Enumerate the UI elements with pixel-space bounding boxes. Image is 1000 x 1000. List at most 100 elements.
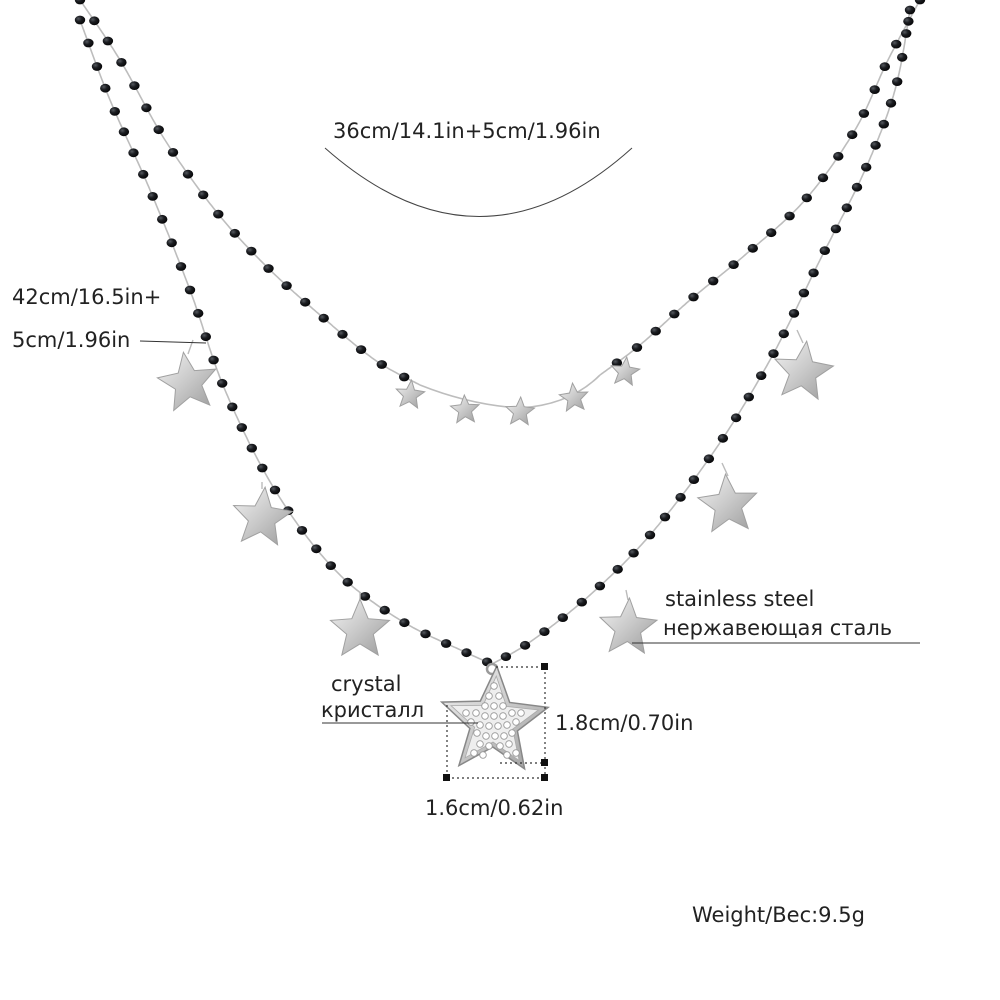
bead (153, 125, 164, 135)
bead (903, 16, 914, 26)
bead (688, 292, 699, 302)
bead (594, 581, 606, 591)
bead (420, 629, 431, 639)
pave-crystal (512, 749, 520, 757)
bead (817, 173, 829, 183)
bead (229, 228, 240, 238)
bead (901, 29, 912, 38)
pave-crystal (499, 712, 507, 720)
lower-length-label-line2: 5cm/1.96in (12, 328, 131, 352)
bead (728, 260, 739, 269)
bead (100, 83, 111, 93)
bead (166, 238, 177, 248)
bead (257, 463, 268, 473)
bead (675, 492, 686, 502)
pave-crystal (485, 692, 493, 700)
bead (612, 564, 623, 574)
bead (83, 38, 94, 48)
bead (246, 246, 257, 256)
pave-crystal (476, 721, 484, 729)
bead (830, 224, 842, 234)
material-label-ru: нержавеющая сталь (663, 616, 893, 640)
bead (631, 343, 643, 352)
bead (904, 5, 916, 15)
star-charm (773, 339, 835, 401)
pave-crystal (494, 722, 502, 730)
bead (833, 151, 844, 161)
pave-crystal (500, 732, 508, 740)
bead (885, 98, 897, 108)
bead (858, 109, 870, 118)
bead (198, 190, 209, 200)
star-charm (449, 393, 481, 424)
bead (869, 85, 880, 94)
crystal-star-pendant (439, 662, 551, 771)
pave-crystal (479, 751, 487, 759)
pave-crystal (505, 740, 513, 748)
bead (778, 329, 789, 339)
chain-strands (79, 0, 921, 665)
bead (798, 288, 810, 298)
bead (870, 140, 881, 150)
bead (157, 214, 168, 224)
bead (89, 16, 100, 26)
bead (193, 308, 204, 318)
stone-label-en: crystal (331, 672, 402, 696)
bead (175, 262, 187, 271)
bead (116, 58, 127, 67)
bead (236, 423, 247, 432)
bead (376, 360, 387, 369)
bead (539, 627, 550, 636)
bead (399, 372, 410, 382)
bead (703, 454, 715, 464)
lower-length-label-line1: 42cm/16.5in+ (12, 285, 162, 309)
bead (576, 597, 587, 607)
pave-crystal (496, 742, 504, 750)
pave-crystal (476, 740, 484, 748)
dimension-guides (446, 666, 546, 779)
bead (628, 548, 639, 558)
star-charm (504, 395, 536, 426)
upper-length-arc (324, 147, 633, 217)
bead (861, 162, 872, 172)
pave-crystal (481, 702, 489, 710)
pave-crystal (472, 709, 480, 717)
star-charm (696, 472, 758, 533)
bead (300, 297, 311, 307)
bead (756, 371, 767, 380)
star-charm (156, 351, 217, 412)
bead (914, 0, 926, 5)
bead (217, 378, 228, 388)
bead (269, 485, 281, 495)
dimension-endpoints (443, 663, 548, 781)
star-charm (598, 596, 659, 655)
bead (147, 192, 158, 201)
bead (311, 544, 322, 554)
bead (129, 81, 140, 90)
stone-label-ru: кристалл (321, 698, 425, 722)
pave-crystals (462, 682, 525, 759)
star-charm (329, 597, 391, 657)
bead (74, 0, 86, 5)
bead (500, 652, 512, 661)
bead (730, 413, 742, 423)
bead (557, 613, 568, 622)
weight-label: Weight/Вес:9.5g (692, 903, 865, 927)
bead (213, 209, 224, 219)
bead (184, 285, 196, 295)
bead (611, 358, 623, 368)
bead (851, 182, 863, 192)
pave-crystal (470, 749, 478, 757)
upper-length-label: 36cm/14.1in+5cm/1.96in (333, 119, 601, 143)
bead (688, 475, 700, 484)
black-crystal-beads (74, 0, 926, 667)
pave-crystal (490, 702, 498, 710)
pave-crystal (512, 718, 520, 726)
pave-crystal (508, 729, 516, 737)
bead (819, 246, 830, 256)
bead (717, 433, 729, 443)
bead (91, 62, 103, 71)
bead (118, 127, 130, 137)
bead (788, 309, 800, 318)
